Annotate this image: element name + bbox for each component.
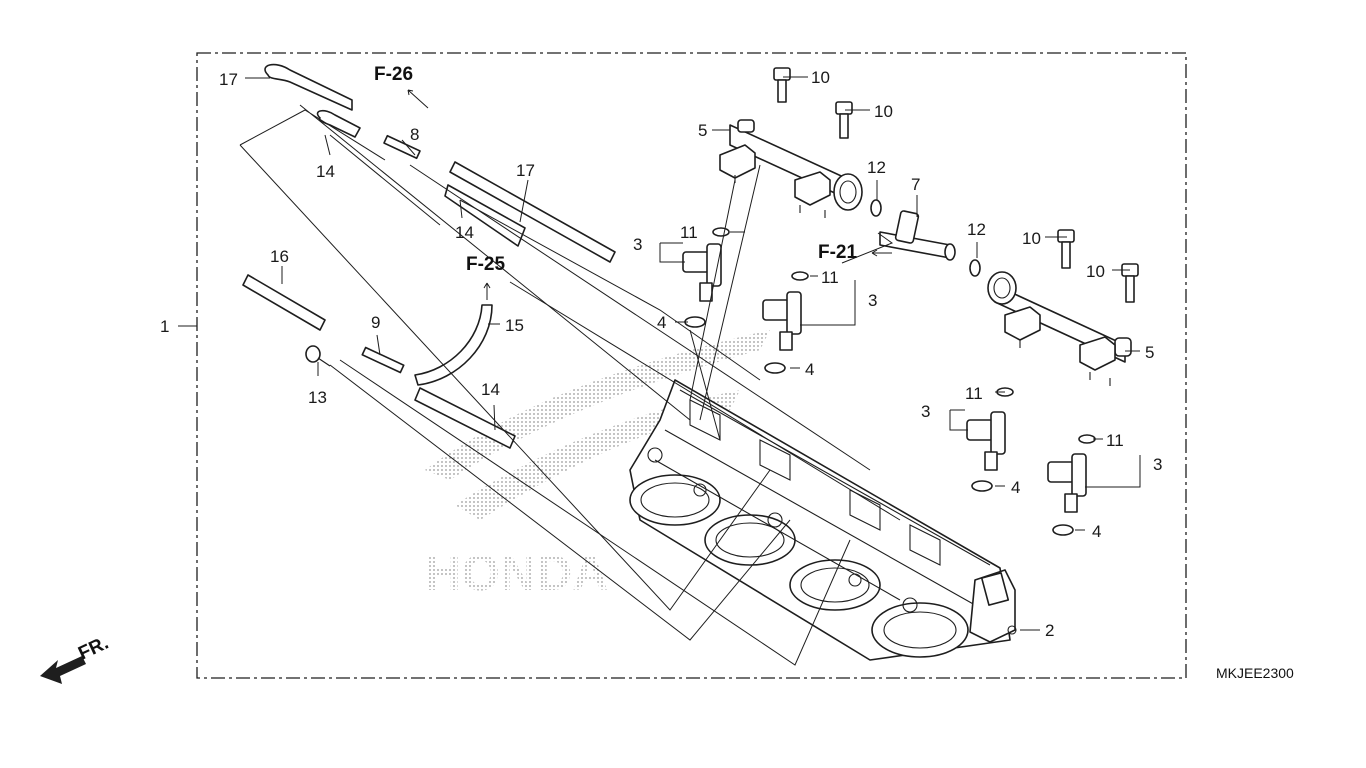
- o-ring-12-a[interactable]: [870, 199, 882, 217]
- callout-16: 16: [270, 247, 289, 266]
- insulator-4-c[interactable]: [971, 480, 993, 492]
- callout-11: 11: [680, 223, 698, 242]
- clip-13[interactable]: [305, 345, 331, 367]
- callout-4: 4: [805, 360, 814, 379]
- insulator-4-b[interactable]: [764, 362, 786, 374]
- joint-9[interactable]: [361, 346, 405, 374]
- hose-14-b[interactable]: [444, 184, 526, 247]
- seal-ring-11-a[interactable]: [712, 227, 730, 237]
- joint-8[interactable]: [383, 134, 421, 160]
- o-ring-12-b[interactable]: [969, 259, 981, 277]
- callout-14: 14: [316, 162, 335, 181]
- callout-15: 15: [505, 316, 524, 335]
- leader-lines: [178, 76, 1141, 666]
- callout-17: 17: [219, 70, 238, 89]
- callout-7: 7: [911, 175, 920, 194]
- callout-5: 5: [698, 121, 707, 140]
- callout-12: 12: [967, 220, 986, 239]
- hose-17-curved[interactable]: [264, 63, 353, 111]
- callout-3: 3: [633, 235, 642, 254]
- seal-ring-11-b[interactable]: [791, 271, 809, 281]
- reference-f25[interactable]: F-25: [466, 254, 506, 275]
- f26-arrow: [407, 89, 429, 109]
- callout-8: 8: [410, 125, 419, 144]
- callout-3: 3: [868, 291, 877, 310]
- injector-3-c[interactable]: [966, 411, 1006, 471]
- callout-2: 2: [1045, 621, 1054, 640]
- fuel-joint-7[interactable]: [879, 210, 956, 261]
- watermark-text: HONDA: [425, 545, 608, 601]
- callout-10: 10: [874, 102, 893, 121]
- bolt-10-b[interactable]: [835, 101, 853, 139]
- callout-5: 5: [1145, 343, 1154, 362]
- injector-3-a[interactable]: [682, 243, 722, 302]
- reference-f21[interactable]: F-21: [818, 242, 858, 263]
- callout-4: 4: [1092, 522, 1101, 541]
- callout-1: 1: [160, 317, 169, 336]
- callout-10: 10: [811, 68, 830, 87]
- insulator-4-d[interactable]: [1052, 524, 1074, 536]
- reference-f26[interactable]: F-26: [374, 64, 413, 85]
- front-direction-arrow: FR.: [40, 633, 112, 684]
- hose-14-c[interactable]: [414, 387, 516, 449]
- callout-4: 4: [1011, 478, 1020, 497]
- throttle-body-assembly[interactable]: [629, 379, 1017, 661]
- injector-3-d[interactable]: [1047, 453, 1087, 513]
- callout-14: 14: [455, 223, 474, 242]
- callout-4: 4: [657, 313, 666, 332]
- f21-arrow: [871, 249, 892, 257]
- callout-11: 11: [965, 384, 983, 403]
- reference-labels: F-26 F-25 F-21: [374, 64, 858, 275]
- hose-16[interactable]: [242, 274, 326, 331]
- f25-arrow: [483, 282, 491, 300]
- fuel-rail-left[interactable]: [719, 119, 863, 218]
- callout-13: 13: [308, 388, 327, 407]
- fuel-rail-right[interactable]: [987, 271, 1132, 386]
- diagram-code: MKJEE2300: [1216, 665, 1294, 681]
- bolt-10-c[interactable]: [1057, 229, 1075, 269]
- callout-10: 10: [1022, 229, 1041, 248]
- hose-14-a[interactable]: [316, 109, 361, 138]
- callout-14: 14: [481, 380, 500, 399]
- bolt-10-a[interactable]: [773, 67, 791, 103]
- callout-11: 11: [1106, 431, 1124, 450]
- hose-15[interactable]: [414, 304, 493, 386]
- callout-labels: 1 2 3 3 3 3 4 4 4 4 5 5 7 8 9 10 10 10 1…: [160, 68, 1162, 640]
- callout-11: 11: [821, 268, 839, 287]
- callout-10: 10: [1086, 262, 1105, 281]
- callout-9: 9: [371, 313, 380, 332]
- callout-3: 3: [1153, 455, 1162, 474]
- seal-ring-11-d[interactable]: [1078, 434, 1096, 444]
- callout-3: 3: [921, 402, 930, 421]
- hose-17-straight[interactable]: [449, 161, 616, 263]
- callout-12: 12: [867, 158, 886, 177]
- callout-17: 17: [516, 161, 535, 180]
- assembly-frame: [196, 52, 1187, 679]
- injector-3-b[interactable]: [762, 291, 802, 351]
